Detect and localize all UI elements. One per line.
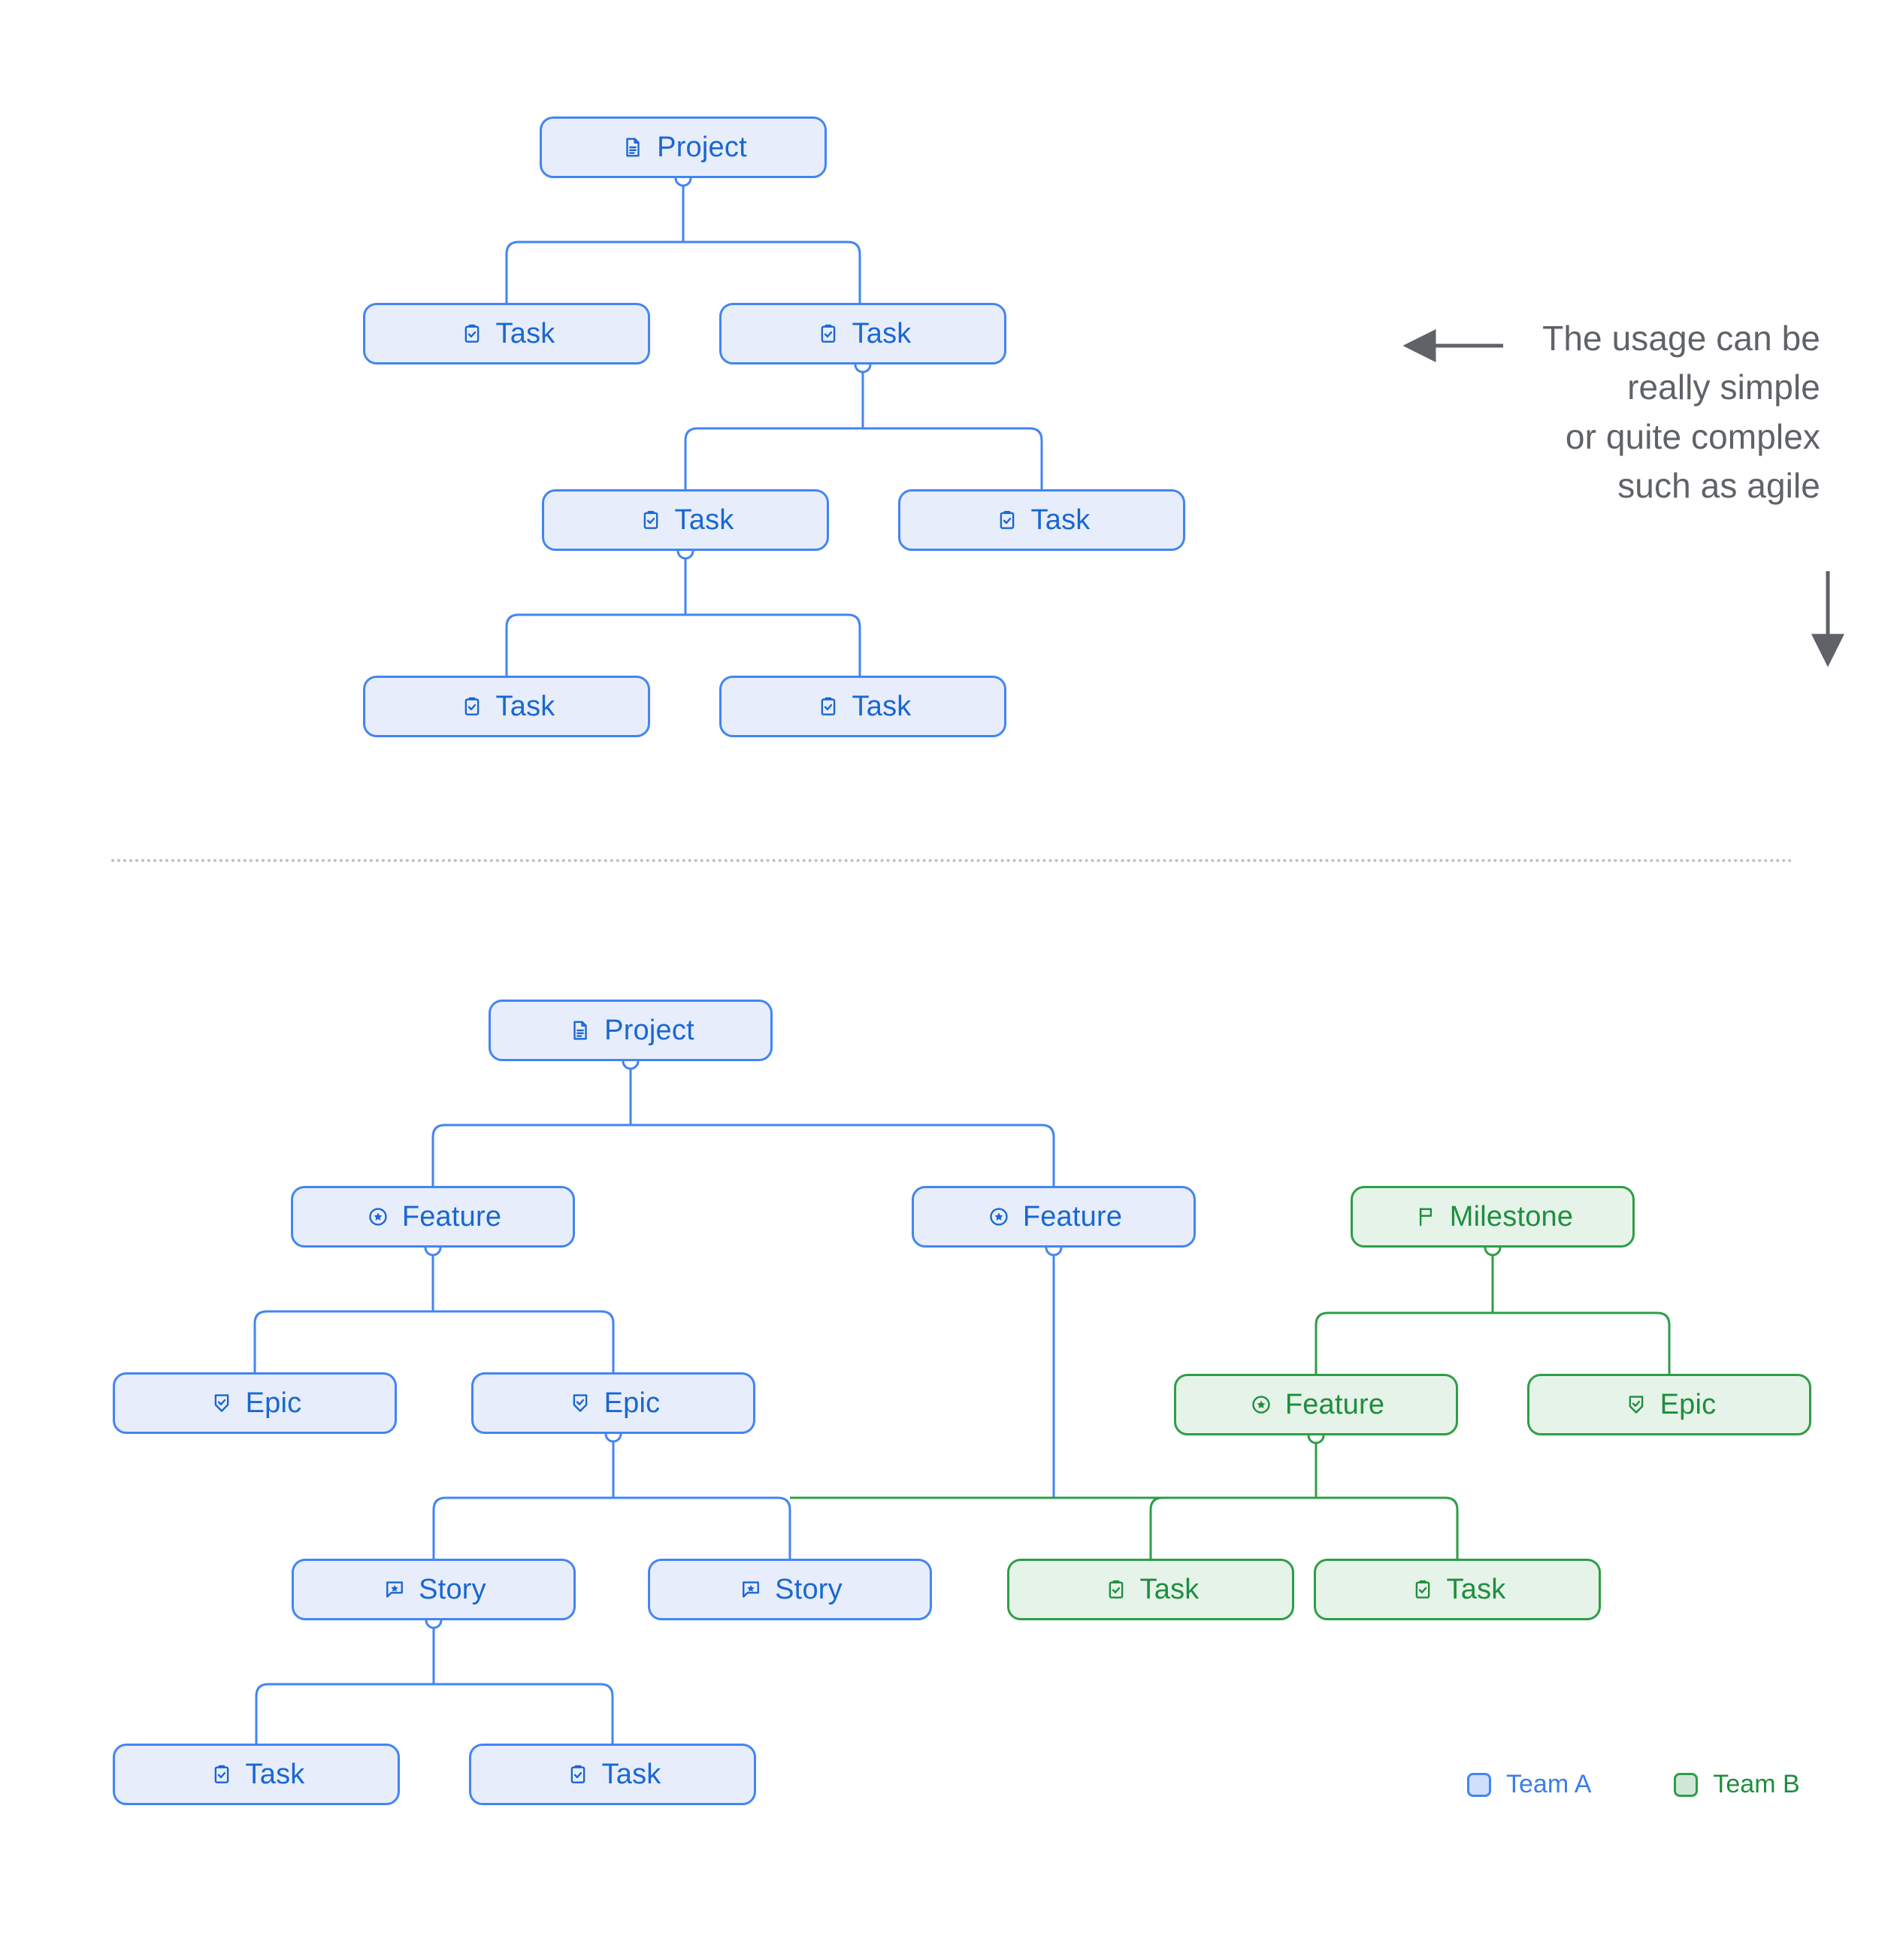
node-label: Task xyxy=(1446,1574,1506,1605)
node-label: Epic xyxy=(1659,1389,1717,1420)
story-icon xyxy=(737,1576,764,1603)
legend-item-team-a: Team A xyxy=(1467,1770,1591,1799)
node-label: Story xyxy=(419,1574,486,1605)
annotation-text: The usage can be really simple or quite … xyxy=(1467,314,1820,510)
node-label: Task xyxy=(852,691,912,722)
node-b-epic-3[interactable]: Epic xyxy=(1527,1374,1811,1435)
down-arrow-icon xyxy=(1811,571,1845,667)
node-t-project[interactable]: Project xyxy=(540,116,827,178)
task-icon xyxy=(994,507,1021,534)
task-icon xyxy=(1103,1576,1130,1603)
node-b-milestone[interactable]: Milestone xyxy=(1351,1186,1635,1248)
epic-icon xyxy=(567,1390,594,1417)
edge-bepic2-children-bar xyxy=(432,1496,791,1559)
task-icon xyxy=(815,693,842,720)
node-label: Task xyxy=(495,691,555,722)
node-b-project[interactable]: Project xyxy=(489,1000,773,1061)
node-label: Epic xyxy=(245,1387,302,1419)
legend-label-team-b: Team B xyxy=(1713,1770,1800,1798)
epic-icon xyxy=(208,1390,235,1417)
feature-icon xyxy=(1248,1391,1275,1418)
node-label: Story xyxy=(775,1574,843,1605)
node-b-task-b2[interactable]: Task xyxy=(469,1744,756,1805)
node-t-task-2[interactable]: Task xyxy=(719,303,1006,364)
story-icon xyxy=(381,1576,408,1603)
node-b-story-2[interactable]: Story xyxy=(648,1559,932,1620)
node-label: Feature xyxy=(1022,1201,1123,1233)
node-b-epic-2[interactable]: Epic xyxy=(471,1372,755,1434)
node-label: Project xyxy=(604,1015,694,1046)
legend-swatch-team-a xyxy=(1467,1772,1491,1797)
edge-milestone-children-bar xyxy=(1315,1311,1671,1374)
task-icon xyxy=(458,320,486,347)
node-label: Task xyxy=(601,1759,661,1790)
node-label: Task xyxy=(495,318,555,349)
node-b-story-1[interactable]: Story xyxy=(292,1559,576,1620)
node-label: Epic xyxy=(604,1387,661,1419)
node-b-task-b1[interactable]: Task xyxy=(113,1744,400,1805)
legend-label-team-a: Team A xyxy=(1506,1770,1592,1798)
annotation-line-4: such as agile xyxy=(1617,465,1820,505)
node-b-epic-1[interactable]: Epic xyxy=(113,1372,397,1434)
annotation-line-3: or quite complex xyxy=(1565,416,1820,456)
node-b-feature-2[interactable]: Feature xyxy=(912,1186,1196,1248)
edge-task2-children-bar xyxy=(684,427,1043,489)
node-t-task-4[interactable]: Task xyxy=(898,489,1185,551)
node-label: Task xyxy=(852,318,912,349)
node-t-task-5[interactable]: Task xyxy=(363,676,650,737)
legend-item-team-b: Team B xyxy=(1674,1770,1800,1799)
section-divider xyxy=(111,859,1793,862)
edge-green-bar-right xyxy=(1151,1496,1459,1559)
feature-icon xyxy=(985,1203,1012,1230)
node-label: Task xyxy=(674,504,734,536)
edge-bproject-children-bar xyxy=(431,1124,1055,1186)
task-icon xyxy=(458,693,486,720)
node-b-task-g1[interactable]: Task xyxy=(1007,1559,1294,1620)
node-label: Milestone xyxy=(1449,1201,1574,1233)
milestone-icon xyxy=(1412,1203,1439,1230)
node-label: Task xyxy=(245,1759,305,1790)
document-icon xyxy=(567,1017,594,1044)
task-icon xyxy=(564,1761,591,1788)
edge-project-children-bar xyxy=(505,240,861,303)
edge-bstory1-children-bar xyxy=(255,1683,614,1744)
node-label: Feature xyxy=(401,1201,502,1233)
node-label: Feature xyxy=(1284,1389,1385,1420)
node-label: Project xyxy=(657,132,747,163)
annotation-line-2: really simple xyxy=(1627,368,1820,407)
node-b-feature-3[interactable]: Feature xyxy=(1174,1374,1458,1435)
legend: Team A Team B xyxy=(1467,1770,1800,1799)
node-b-task-g2[interactable]: Task xyxy=(1314,1559,1601,1620)
task-icon xyxy=(208,1761,235,1788)
node-label: Task xyxy=(1030,504,1091,536)
edge-green-bar-left xyxy=(790,1496,1163,1559)
node-t-task-3[interactable]: Task xyxy=(542,489,829,551)
annotation-line-1: The usage can be xyxy=(1542,319,1820,358)
task-icon xyxy=(815,320,842,347)
node-label: Task xyxy=(1139,1574,1200,1605)
task-icon xyxy=(637,507,664,534)
epic-icon xyxy=(1623,1391,1650,1418)
legend-swatch-team-b xyxy=(1674,1772,1699,1797)
edge-bfeature1-children-bar xyxy=(253,1310,615,1372)
edge-task3-children-bar xyxy=(505,613,861,676)
node-t-task-6[interactable]: Task xyxy=(719,676,1006,737)
node-b-feature-1[interactable]: Feature xyxy=(291,1186,575,1248)
document-icon xyxy=(619,134,646,161)
task-icon xyxy=(1409,1576,1436,1603)
node-t-task-1[interactable]: Task xyxy=(363,303,650,364)
feature-icon xyxy=(365,1203,392,1230)
